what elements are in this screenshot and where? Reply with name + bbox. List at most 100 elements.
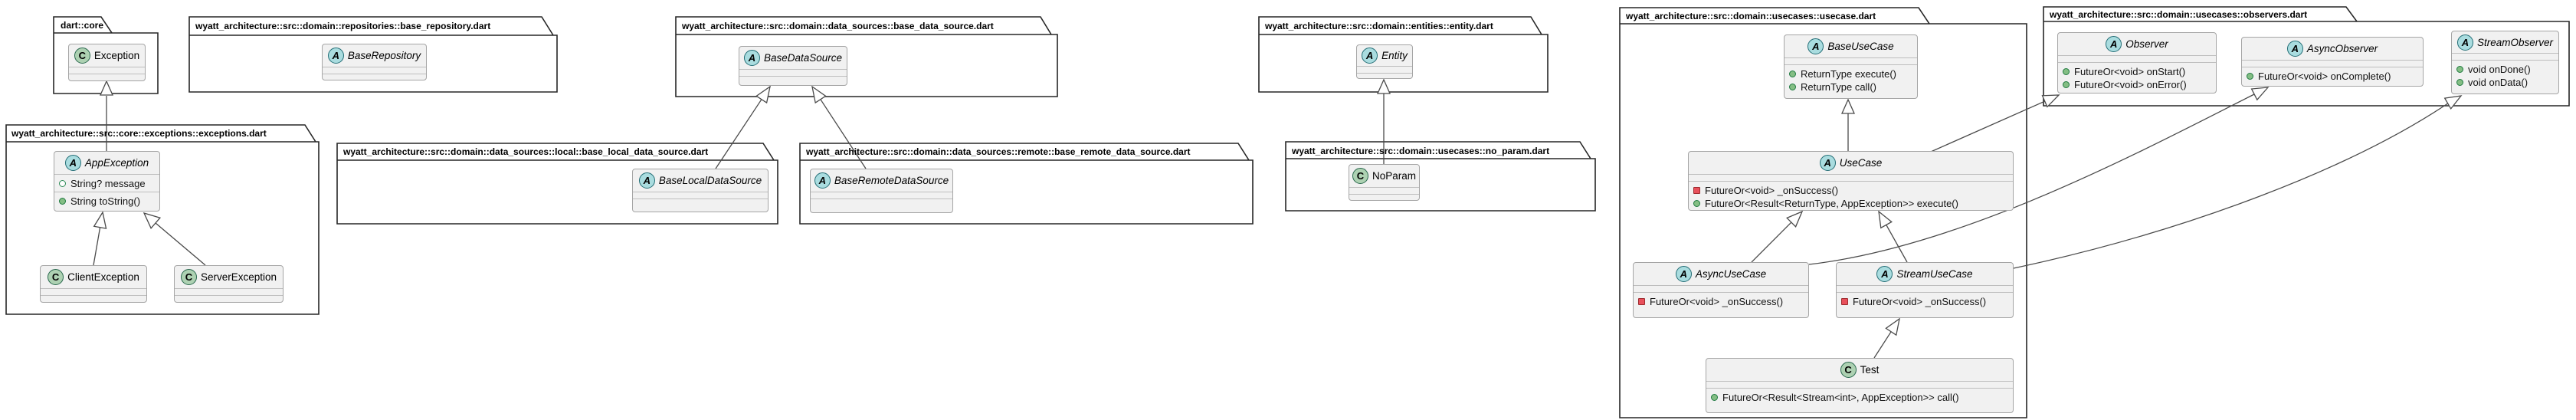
divider <box>2242 60 2423 67</box>
class-name: BaseUseCase <box>1827 41 1894 52</box>
method-row: FutureOr<void> _onSuccess() <box>1841 295 2008 308</box>
package-title-entity: wyatt_architecture::src::domain::entitie… <box>1265 21 1493 31</box>
arrowhead <box>755 85 771 104</box>
method-row: FutureOr<void> onError() <box>2063 78 2211 91</box>
abstract-class-icon: A <box>327 48 344 64</box>
divider <box>1634 285 1808 292</box>
package-title-base-repository: wyatt_architecture::src::domain::reposit… <box>195 21 491 31</box>
divider <box>1349 187 1419 194</box>
private-method-icon <box>1841 298 1848 305</box>
private-method-icon <box>1693 187 1700 194</box>
class-name: AsyncUseCase <box>1695 268 1767 280</box>
public-method-icon <box>2247 73 2253 80</box>
abstract-class-icon: A <box>1819 155 1836 171</box>
class-name: Entity <box>1381 50 1408 61</box>
class-icon: C <box>74 48 90 64</box>
divider <box>633 192 768 199</box>
member-text: FutureOr<void> onError() <box>2074 79 2187 90</box>
package-title-dart-core: dart::core <box>61 20 104 31</box>
class-name: ServerException <box>200 271 277 283</box>
arrowhead <box>99 80 114 96</box>
package-title-exceptions: wyatt_architecture::src::core::exception… <box>11 128 267 139</box>
private-method-icon <box>1638 298 1645 305</box>
divider <box>41 288 146 295</box>
abstract-class-icon: A <box>1362 48 1378 64</box>
member-text: FutureOr<Result<ReturnType, AppException… <box>1705 198 1958 209</box>
method-row: void onData() <box>2456 76 2554 89</box>
arrowhead <box>2250 87 2270 101</box>
abstract-class-icon: A <box>2106 36 2122 52</box>
class-name: Test <box>1860 364 1880 376</box>
package-title-base-local-data-source: wyatt_architecture::src::domain::data_so… <box>343 146 709 157</box>
method-row: String toString() <box>59 195 155 208</box>
member-text: FutureOr<void> onComplete() <box>2258 71 2391 82</box>
public-method-icon <box>1789 84 1796 90</box>
divider <box>175 295 283 302</box>
divider <box>323 74 426 80</box>
member-text: ReturnType execute() <box>1801 68 1897 80</box>
abstract-class-icon: A <box>814 172 831 189</box>
abstract-class-icon: A <box>1876 266 1893 282</box>
edge-usecase-observer <box>1930 100 2045 153</box>
method-row: FutureOr<Result<Stream<int>, AppExceptio… <box>1711 391 2008 404</box>
class-name: Observer <box>2125 38 2168 50</box>
abstract-class-icon: A <box>743 50 760 66</box>
abstract-class-icon: A <box>2456 34 2473 51</box>
arrowhead <box>1376 78 1391 94</box>
arrowhead <box>1840 98 1856 114</box>
class-name: NoParam <box>1372 170 1417 182</box>
divider <box>633 199 768 205</box>
member-text: void onDone() <box>2468 64 2531 75</box>
class-name: UseCase <box>1839 157 1883 169</box>
divider <box>323 67 426 74</box>
member-text: String? message <box>70 178 146 189</box>
abstract-class-icon: A <box>64 155 81 171</box>
divider <box>739 69 847 76</box>
inheritance-arrowheads <box>93 78 2463 336</box>
divider <box>739 76 847 83</box>
divider <box>811 199 952 205</box>
member-text: FutureOr<void> _onSuccess() <box>1853 296 1987 307</box>
public-method-icon <box>2063 81 2070 88</box>
method-row: ReturnType call() <box>1789 80 1912 94</box>
class-name: AsyncObserver <box>2306 43 2378 54</box>
class-name: BaseDataSource <box>763 52 843 64</box>
class-name: BaseRepository <box>347 50 421 61</box>
arrowhead <box>811 85 827 104</box>
method-row: FutureOr<void> _onSuccess() <box>1693 184 2008 197</box>
public-method-icon <box>1711 394 1718 401</box>
divider <box>811 192 952 199</box>
public-method-icon <box>1693 200 1700 207</box>
method-row: FutureOr<void> _onSuccess() <box>1638 295 1804 308</box>
edge-streamusecase-usecase <box>1886 225 1908 263</box>
edge-clientexception-appexception <box>93 227 101 266</box>
arrowhead <box>2041 94 2060 108</box>
divider <box>1706 381 2013 388</box>
method-row: void onDone() <box>2456 63 2554 76</box>
edge-serverexception-appexception <box>155 222 206 266</box>
public-method-icon <box>2456 79 2463 86</box>
abstract-class-icon: A <box>2286 41 2303 57</box>
package-title-usecase: wyatt_architecture::src::domain::usecase… <box>1626 11 1876 21</box>
class-name: Exception <box>93 50 140 61</box>
class-icon: C <box>1352 168 1368 184</box>
divider <box>1357 73 1412 78</box>
arrowhead <box>93 211 107 229</box>
class-name: ClientException <box>67 271 139 283</box>
member-text: FutureOr<void> onStart() <box>2074 66 2186 77</box>
member-text: FutureOr<void> _onSuccess() <box>1650 296 1784 307</box>
divider <box>69 74 145 80</box>
divider <box>2058 55 2216 62</box>
divider <box>175 288 283 295</box>
